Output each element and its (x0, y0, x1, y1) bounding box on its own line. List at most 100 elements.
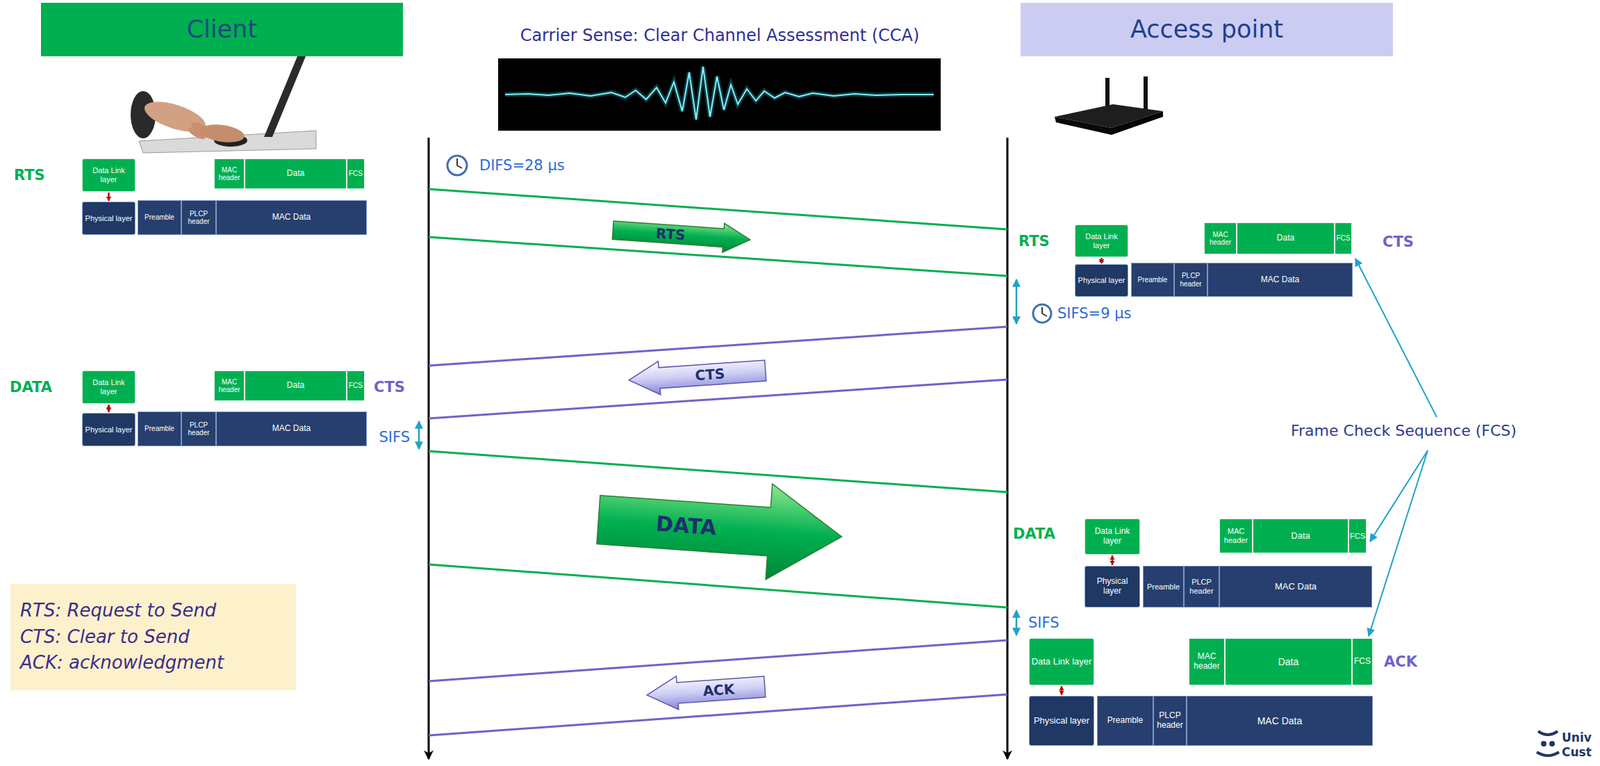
logo-dot (1549, 740, 1555, 747)
data-link-layer-box: Data Link layer (1028, 637, 1095, 686)
frame-label: CTS (373, 378, 406, 396)
node-text: MAC header (1205, 230, 1236, 247)
physical-layer-box: Physical layer (81, 412, 136, 447)
router-illustration (1054, 76, 1164, 135)
client-header: Client (40, 2, 403, 57)
node-text: CTS (694, 365, 725, 384)
leader-line (1368, 450, 1428, 636)
node-text: Physical layer (85, 213, 133, 224)
node-text: DATA (654, 511, 717, 540)
frame-label: RTS (13, 166, 46, 184)
frame-label: DATA (9, 378, 53, 396)
hand (199, 122, 246, 146)
mac-frame-field: FCS (1348, 518, 1367, 554)
data-link-layer-box: Data Link layer (81, 158, 136, 192)
laptop-illustration (130, 56, 317, 153)
interval-label: SIFS (378, 428, 410, 446)
phy-frame-field: MAC Data (1207, 262, 1353, 297)
phy-frame-field: Preamble (137, 411, 182, 447)
node-text: RTS: Request to Send (20, 600, 217, 622)
node-text: MAC header (1190, 651, 1224, 672)
phy-frame-field: MAC Data (1186, 695, 1373, 746)
mac-frame-field: MAC header (1203, 222, 1237, 255)
phy-frame-field: PLCP header (181, 200, 217, 235)
phy-frame-field: MAC Data (216, 411, 367, 447)
node-text: Data Link layer (1031, 656, 1093, 667)
clock-icon (447, 155, 467, 176)
node-text: ACK (702, 680, 736, 699)
node-text: FCS (1336, 234, 1351, 243)
node-text: ACK: acknowledgment (20, 652, 224, 674)
layer-link-arrow (1111, 555, 1114, 565)
logo-text: Univ (1561, 730, 1592, 745)
client-timeline (427, 137, 431, 759)
layer-link-arrow (107, 404, 110, 412)
phy-frame-field: PLCP header (1183, 565, 1220, 608)
interval-arrow (1015, 609, 1018, 635)
phy-frame-field: PLCP header (181, 411, 217, 447)
node-text: Data (286, 168, 305, 179)
node-text: Data Link layer (84, 166, 134, 184)
clock-face (447, 155, 467, 176)
abbreviation-box: RTS: Request to SendCTS: Clear to SendAC… (10, 583, 296, 690)
clock-icon (1033, 304, 1052, 323)
data-link-layer-box: Data Link layer (1074, 224, 1129, 258)
waveform (505, 66, 934, 120)
frame-arrow: RTS (611, 214, 753, 255)
mac-frame-field: FCS (1334, 222, 1352, 255)
ack-edge (428, 639, 1008, 681)
mac-frame-field: MAC header (1188, 637, 1225, 686)
node-text: Preamble (1107, 715, 1143, 726)
node-text: MAC Data (1257, 714, 1303, 727)
node-text: Preamble (1147, 582, 1180, 592)
node-text: FCS (348, 169, 363, 178)
arrow-outline (612, 215, 752, 255)
mac-frame-field: Data (1224, 637, 1352, 686)
mac-frame-field: FCS (346, 158, 365, 189)
logo-arc (1538, 730, 1558, 735)
antenna (1143, 76, 1148, 113)
phy-frame-field: PLCP header (1153, 695, 1187, 746)
interval-arrow (1015, 279, 1018, 324)
leader-line (1355, 258, 1437, 417)
clock-hand (457, 165, 463, 169)
mac-frame-field: MAC header (1219, 518, 1253, 554)
mac-frame-field: FCS (346, 370, 365, 401)
clock-hand (456, 158, 458, 166)
phy-frame-field: MAC Data (1219, 565, 1373, 608)
interval-label: DIFS=28 µs (479, 157, 565, 174)
node-text: Data Link layer (1076, 232, 1127, 250)
node-text: MAC header (215, 166, 244, 183)
arrow-outline (627, 353, 767, 397)
transmission-lines (428, 188, 1008, 736)
node-text: FCS (1349, 531, 1366, 541)
node-text: PLCP header (182, 421, 215, 437)
phy-frame-field: Preamble (1131, 262, 1175, 297)
phy-frame-field: Preamble (1097, 695, 1154, 746)
clock-face (1033, 304, 1052, 323)
node-text: Data Link layer (84, 377, 134, 396)
physical-layer-box: Physical layer (1028, 695, 1095, 746)
node-text: MAC header (215, 377, 244, 394)
node-text: Data Link layer (1086, 526, 1138, 547)
node-text: CTS: Clear to Send (20, 626, 190, 648)
phy-frame-field: Preamble (1142, 565, 1184, 608)
node-text: MAC Data (1260, 275, 1300, 285)
frame-arrow: DATA (594, 471, 846, 585)
node-text: Client (186, 15, 258, 44)
node-text: Physical layer (1078, 275, 1126, 285)
router-side (1054, 116, 1112, 135)
node-text: Physical layer (1033, 715, 1090, 727)
node-text: MAC header (1220, 526, 1252, 544)
node-text: Physical layer (85, 425, 133, 435)
frame-label: CTS (1382, 233, 1414, 251)
node-text: Preamble (144, 213, 175, 222)
node-text: Data (1278, 655, 1300, 667)
frame-arrow: CTS (626, 352, 767, 398)
frame-label: DATA (1012, 525, 1056, 542)
data-edge (428, 450, 1008, 492)
clock-hand (1041, 307, 1043, 314)
node-text: Physical layer (1086, 576, 1138, 597)
frame-label: RTS (1018, 232, 1050, 250)
interval-label: SIFS (1028, 614, 1060, 631)
